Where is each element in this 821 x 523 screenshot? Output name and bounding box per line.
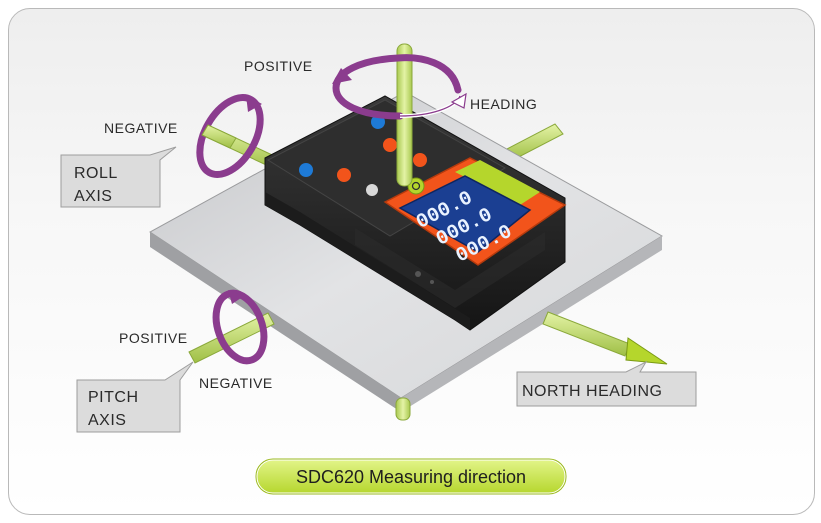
device-button-blue-left	[299, 163, 313, 177]
pitch-axis-callout: PITCH AXIS	[76, 361, 194, 433]
heading-label: HEADING	[470, 96, 537, 112]
north-heading-callout: NORTH HEADING	[516, 360, 697, 407]
pitch-positive-label: POSITIVE	[119, 330, 188, 346]
north-heading-label: NORTH HEADING	[522, 383, 662, 400]
roll-rotation-arrow	[196, 94, 264, 178]
pitch-axis-label-line2: AXIS	[88, 412, 126, 429]
device-button-orange-1	[383, 138, 397, 152]
device-led	[430, 280, 434, 284]
device-port	[415, 271, 421, 277]
roll-axis-label-line2: AXIS	[74, 188, 112, 205]
caption-pill: SDC620 Measuring direction	[254, 457, 568, 496]
roll-axis-rod-front	[201, 124, 237, 149]
north-heading-rod	[542, 311, 668, 365]
roll-axis-label-line1: ROLL	[74, 165, 118, 182]
caption-text: SDC620 Measuring direction	[296, 467, 526, 487]
pitch-axis-label-line1: PITCH	[88, 389, 139, 406]
display-readouts: 000.0 000.0 000.0	[413, 187, 517, 268]
sdc620-device	[264, 95, 567, 331]
pitch-negative-label: NEGATIVE	[199, 375, 273, 391]
heading-axis-rod-bottom	[395, 397, 411, 421]
heading-rotation-arrow	[332, 54, 467, 120]
device-button-grey	[366, 184, 378, 196]
heading-positive-label: POSITIVE	[244, 58, 313, 74]
device-button-orange-2	[413, 153, 427, 167]
power-icon	[411, 181, 421, 191]
pitch-axis-rod	[188, 312, 275, 364]
roll-negative-label: NEGATIVE	[104, 120, 178, 136]
power-button	[407, 177, 425, 195]
pitch-rotation-arrow	[212, 289, 268, 365]
roll-axis-callout: ROLL AXIS	[60, 146, 177, 208]
device-button-orange-h	[337, 168, 351, 182]
